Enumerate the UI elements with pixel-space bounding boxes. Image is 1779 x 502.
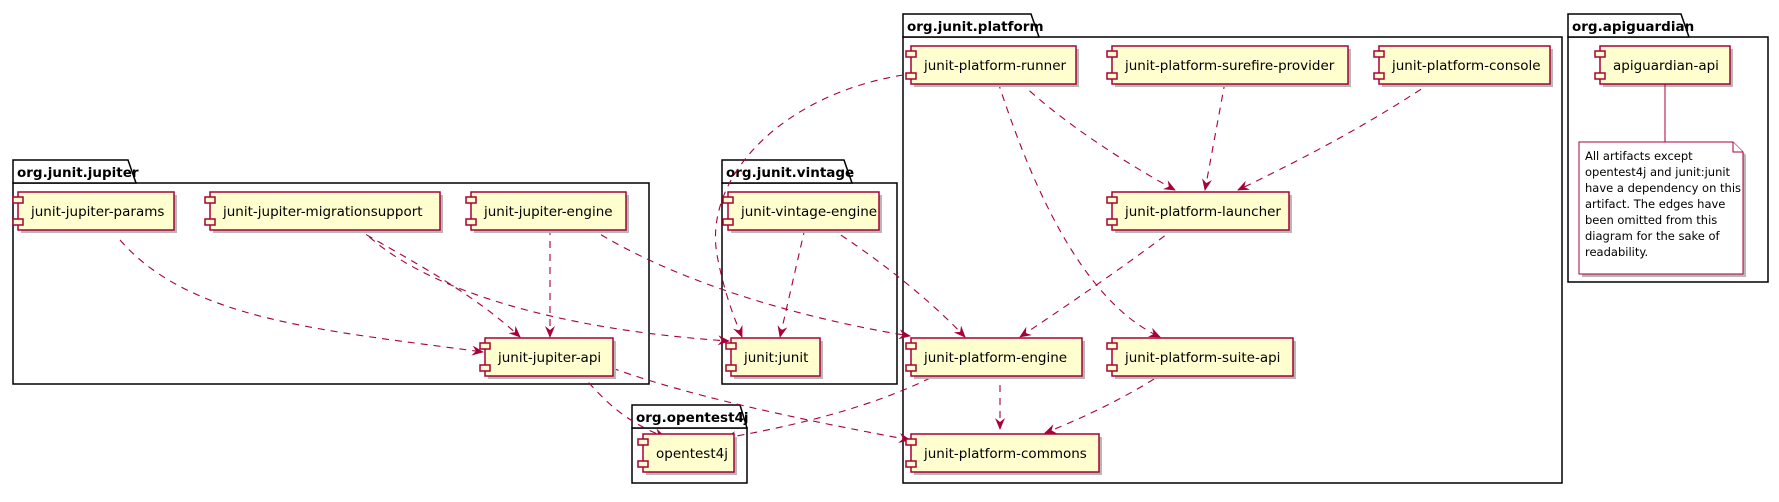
edge-surefire-to-platform-launcher (1202, 81, 1226, 191)
note-line: opentest4j and junit:junit (1585, 165, 1731, 179)
component-junit-jupiter-api[interactable]: junit-jupiter-api (479, 337, 616, 379)
package-name: org.opentest4j (636, 410, 749, 426)
component-junit-junit[interactable]: junit:junit (725, 337, 823, 379)
package-name: org.junit.platform (907, 19, 1044, 35)
component-label: junit-jupiter-engine (483, 204, 613, 220)
package-name: org.junit.vintage (726, 165, 854, 181)
component-label: junit-platform-suite-api (1124, 350, 1280, 366)
component-label: opentest4j (656, 446, 728, 462)
edge-jupiter-params-to-jupiter-api (119, 239, 484, 356)
edge-platform-engine-to-opentest4j (724, 371, 943, 442)
component-label: apiguardian-api (1613, 58, 1719, 74)
edge-vintage-engine-to-junit-junit (777, 227, 806, 338)
note-line: have a dependency on this (1585, 181, 1741, 195)
edge-console-to-platform-launcher (1237, 81, 1433, 191)
component-label: junit:junit (743, 350, 808, 366)
component-opentest4j[interactable]: opentest4j (637, 433, 737, 475)
component-apiguardian-api[interactable]: apiguardian-api (1594, 45, 1733, 87)
note-line: artifact. The edges have (1585, 197, 1725, 211)
component-label: junit-jupiter-api (497, 350, 601, 366)
component-junit-platform-surefire-provider[interactable]: junit-platform-surefire-provider (1106, 45, 1351, 87)
note-line: readability. (1585, 245, 1648, 259)
edge-launcher-to-platform-engine (1019, 227, 1176, 338)
package-name: org.apiguardian (1572, 19, 1694, 35)
component-label: junit-jupiter-params (30, 204, 164, 220)
apiguardian-note: All artifacts except opentest4j and juni… (1578, 84, 1746, 277)
component-label: junit-platform-launcher (1124, 204, 1281, 220)
edge-platform-runner-to-junit-junit (715, 74, 904, 338)
component-junit-platform-engine[interactable]: junit-platform-engine (905, 337, 1085, 379)
edge-platform-runner-to-platform-launcher (1019, 81, 1176, 191)
component-label: junit-vintage-engine (740, 204, 877, 220)
component-label: junit-platform-engine (923, 350, 1067, 366)
edge-platform-runner-to-suite-api (997, 81, 1161, 338)
note-text: All artifacts except opentest4j and juni… (1585, 149, 1745, 259)
component-label: junit-platform-surefire-provider (1124, 58, 1335, 74)
component-junit-platform-console[interactable]: junit-platform-console (1373, 45, 1553, 87)
component-junit-jupiter-engine[interactable]: junit-jupiter-engine (465, 191, 629, 233)
package-name: org.junit.jupiter (17, 165, 139, 181)
edge-suite-api-to-platform-commons (1044, 371, 1166, 434)
edge-jupiter-api-to-platform-commons (611, 367, 911, 443)
component-label: junit-platform-commons (923, 446, 1087, 462)
package-org-junit-platform: org.junit.platform (902, 13, 1563, 484)
note-line: diagram for the sake of (1585, 229, 1721, 243)
component-junit-platform-commons[interactable]: junit-platform-commons (905, 433, 1102, 475)
edge-migrationsupport-to-jupiter-api (354, 227, 521, 338)
edge-jupiter-api-to-opentest4j (579, 372, 666, 438)
component-junit-vintage-engine[interactable]: junit-vintage-engine (722, 191, 882, 233)
note-line: All artifacts except (1585, 149, 1693, 163)
edge-jupiter-engine-to-platform-engine (589, 227, 911, 340)
component-junit-platform-runner[interactable]: junit-platform-runner (905, 45, 1079, 87)
component-junit-jupiter-migrationsupport[interactable]: junit-jupiter-migrationsupport (204, 191, 443, 233)
dependency-edges (119, 74, 1433, 443)
component-junit-platform-suite-api[interactable]: junit-platform-suite-api (1106, 337, 1296, 379)
edge-migrationsupport-to-junit-junit (359, 227, 730, 346)
component-label: junit-platform-runner (923, 58, 1067, 74)
component-label: junit-platform-console (1391, 58, 1541, 74)
component-label: junit-jupiter-migrationsupport (222, 204, 423, 220)
component-junit-jupiter-params[interactable]: junit-jupiter-params (12, 191, 177, 233)
note-line: been omitted from this (1585, 213, 1717, 227)
component-junit-platform-launcher[interactable]: junit-platform-launcher (1106, 191, 1292, 233)
